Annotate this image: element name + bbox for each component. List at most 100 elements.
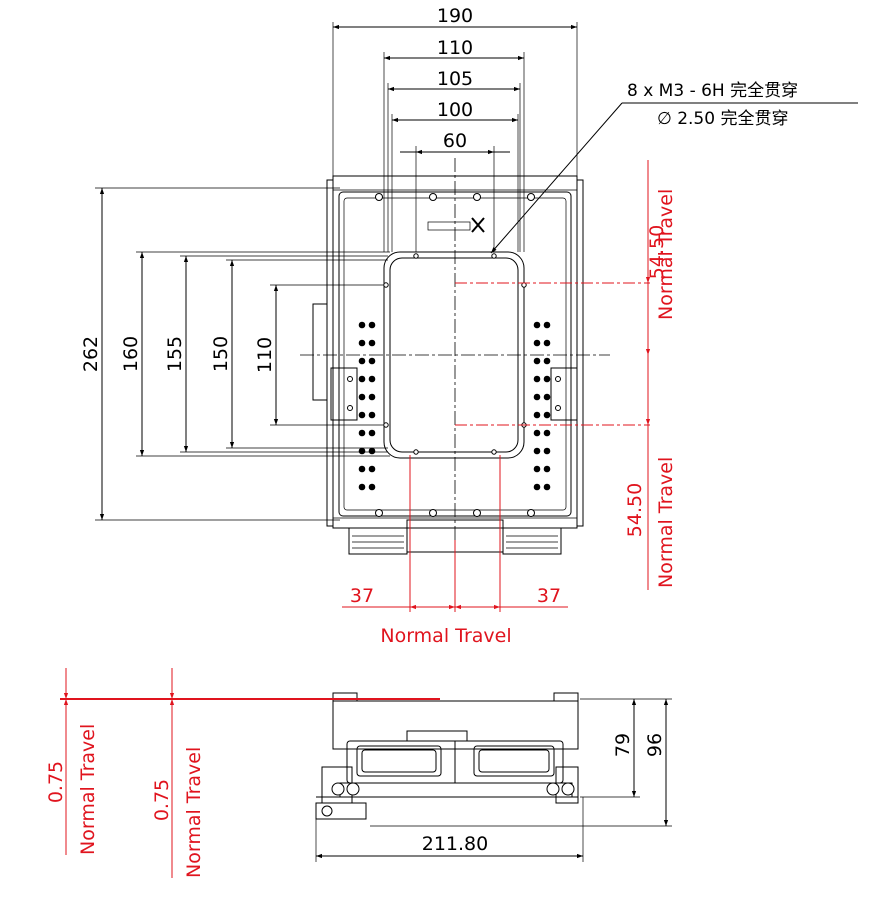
plate-screw <box>375 509 383 517</box>
screw-hole <box>347 376 353 382</box>
plate-screws <box>375 193 535 517</box>
hole-callout: 8 x M3 - 6H 完全贯穿 ∅ 2.50 完全贯穿 <box>490 81 858 254</box>
dim-150-label: 150 <box>210 336 232 372</box>
grid-hole <box>358 357 366 365</box>
hole-callout-line1: 8 x M3 - 6H 完全贯穿 <box>627 81 798 101</box>
plate-screw <box>527 509 535 517</box>
grid-hole <box>358 375 366 383</box>
plate-screw <box>375 193 383 201</box>
bottom-rail-right <box>502 527 562 555</box>
dim-96-label: 96 <box>644 733 666 757</box>
left-clamp <box>330 367 358 421</box>
horizontal-dimensions: 190 110 105 100 60 <box>332 5 578 252</box>
plate-screw <box>473 509 481 517</box>
travel-x-right-value: 37 <box>537 585 561 607</box>
grid-hole <box>368 465 376 473</box>
grid-hole <box>368 429 376 437</box>
grid-hole <box>543 411 551 419</box>
right-clamp <box>550 367 578 421</box>
tilt-right-value: 0.75 <box>151 779 173 821</box>
callout-leader <box>490 102 623 254</box>
travel-x-left-value: 37 <box>350 585 374 607</box>
grid-holes <box>358 321 551 491</box>
grid-hole <box>368 357 376 365</box>
m3-hole <box>413 253 419 259</box>
grid-hole <box>543 339 551 347</box>
grid-hole <box>533 321 541 329</box>
travel-x-annotation: 37 37 Normal Travel <box>342 585 568 647</box>
m3-hole <box>383 422 389 428</box>
grid-hole <box>368 411 376 419</box>
stage-right-rail <box>576 179 584 527</box>
side-width-dimension: 211.80 <box>315 797 584 862</box>
plate-screw <box>473 193 481 201</box>
grid-hole <box>543 321 551 329</box>
tilt-right-label: Normal Travel <box>183 747 205 878</box>
screw-hole <box>555 376 561 382</box>
grid-hole <box>533 375 541 383</box>
grid-hole <box>533 411 541 419</box>
grid-hole <box>533 483 541 491</box>
dim-110v-label: 110 <box>254 337 276 373</box>
side-window-left-inner <box>361 749 437 773</box>
grid-hole <box>368 339 376 347</box>
m3-hole <box>491 253 497 259</box>
grid-hole <box>358 429 366 437</box>
logo-mark <box>427 221 471 231</box>
grid-hole <box>533 357 541 365</box>
rail-grooves <box>352 535 558 549</box>
m3-hole <box>383 282 389 288</box>
travel-y-upper-label: Normal Travel <box>655 189 677 320</box>
grid-hole <box>368 375 376 383</box>
screw-hole <box>347 405 353 411</box>
top-view-stage <box>312 175 584 555</box>
side-bearing <box>561 782 575 796</box>
side-bearing <box>546 782 560 796</box>
side-bearing <box>331 782 345 796</box>
grid-hole <box>533 429 541 437</box>
grid-hole <box>368 321 376 329</box>
grid-hole <box>368 483 376 491</box>
dim-100-label: 100 <box>437 99 473 121</box>
travel-y-lower-label: Normal Travel <box>655 457 677 588</box>
side-top-cap-right <box>553 692 579 702</box>
vertical-dimensions: 262 160 155 150 110 <box>80 187 390 521</box>
plate-screw <box>527 193 535 201</box>
grid-hole <box>543 393 551 401</box>
grid-hole <box>358 393 366 401</box>
grid-hole <box>368 447 376 455</box>
grid-hole <box>543 357 551 365</box>
grid-hole <box>358 483 366 491</box>
grid-hole <box>543 483 551 491</box>
stage-left-rail <box>326 179 334 527</box>
tilt-left-label: Normal Travel <box>77 724 99 855</box>
side-height-dimensions: 79 96 <box>370 698 672 827</box>
side-bearing <box>346 782 360 796</box>
travel-y-lower-value: 54.50 <box>624 483 646 537</box>
grid-hole <box>358 447 366 455</box>
grid-hole <box>543 429 551 437</box>
grid-hole <box>543 375 551 383</box>
dim-105-label: 105 <box>437 68 473 90</box>
dim-60-label: 60 <box>443 130 467 152</box>
side-window-right-inner <box>478 749 550 773</box>
grid-hole <box>358 465 366 473</box>
grid-hole <box>368 393 376 401</box>
dim-110-label: 110 <box>437 37 473 59</box>
dim-160-label: 160 <box>120 336 142 372</box>
grid-hole <box>358 339 366 347</box>
screw-hole <box>555 405 561 411</box>
m3-hole <box>491 449 497 455</box>
grid-hole <box>543 465 551 473</box>
travel-y-upper-value: 54.50 <box>646 225 668 279</box>
side-connector <box>406 730 468 742</box>
side-base-plate <box>339 782 573 798</box>
plate-screw <box>429 193 437 201</box>
side-tilt-annotations: 0.75 Normal Travel 0.75 Normal Travel <box>45 668 205 878</box>
bottom-rail-left <box>348 527 408 555</box>
grid-hole <box>358 411 366 419</box>
side-base-foot <box>315 802 367 820</box>
side-view-stage <box>315 692 579 820</box>
travel-x-label: Normal Travel <box>380 625 511 647</box>
